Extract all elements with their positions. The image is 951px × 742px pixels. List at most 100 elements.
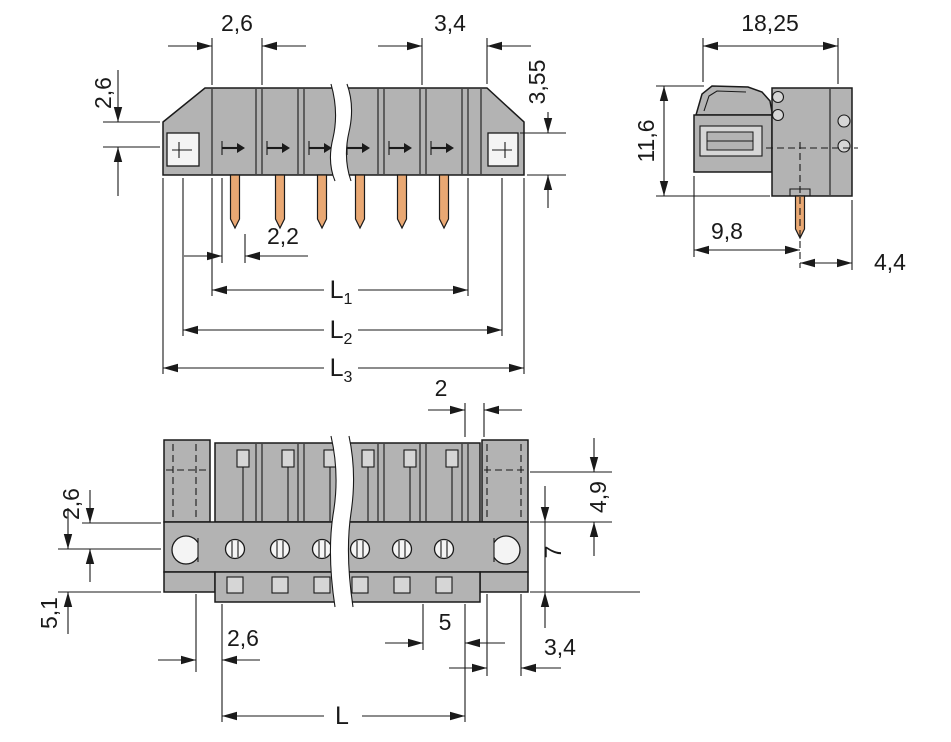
contact-opening <box>391 538 413 560</box>
right-flange <box>481 439 529 523</box>
dim-total-height-label: 11,6 <box>633 119 659 162</box>
dim-l1-sub: 1 <box>344 291 353 308</box>
dim-pin-from-front: 9,8 <box>693 176 800 257</box>
rear-circle <box>837 114 851 128</box>
rear-circle <box>837 139 851 153</box>
pin <box>396 174 408 230</box>
dim-height-right-label: 3,55 <box>524 60 550 105</box>
dim-bottom-left-label: 2,6 <box>227 625 259 651</box>
pin <box>794 195 806 240</box>
pin-pocket <box>435 576 453 594</box>
dim-l3-sub: 3 <box>344 369 353 386</box>
dim-l3: L3 <box>162 178 525 386</box>
dim-band-height: 7 <box>530 486 640 628</box>
dim-lower-left: 5,1 <box>36 508 161 634</box>
mounting-keyhole-left <box>171 534 218 566</box>
dim-l1-label: L1 <box>330 276 353 308</box>
break-gap <box>329 435 355 608</box>
contact-mark <box>388 141 412 155</box>
dim-pitch-top-label: 2,6 <box>221 10 253 36</box>
contact-mark <box>430 141 454 155</box>
pin-pocket <box>393 576 411 594</box>
dim-pin-from-rear: 4,4 <box>800 200 906 275</box>
right-end-lower-block <box>479 571 529 593</box>
dim-length: L <box>221 604 466 730</box>
contact-opening <box>224 538 246 560</box>
keying-slot <box>361 449 375 521</box>
pin-pockets <box>226 576 453 594</box>
dim-pin-from-rear-label: 4,4 <box>874 249 906 275</box>
dim-l1: L1 <box>211 178 469 308</box>
pin <box>274 174 286 230</box>
dim-length-label: L <box>335 702 349 730</box>
solder-pins <box>229 174 450 230</box>
dim-height-left-label: 2,6 <box>90 77 116 109</box>
dim-wall-gap: 2 <box>428 375 522 437</box>
dim-l1-main: L <box>330 276 344 304</box>
pin-pocket <box>226 576 244 594</box>
dim-upper-right-label: 4,9 <box>585 481 611 513</box>
rear-body-block <box>771 87 853 197</box>
dim-bottom-right: 3,4 <box>449 594 576 676</box>
pole-divider-lines <box>211 89 482 174</box>
pole-divider-lines <box>255 444 469 521</box>
dim-end-offset-top: 3,4 <box>378 10 531 85</box>
dim-total-width: 18,25 <box>702 10 839 84</box>
contact-opening <box>269 538 291 560</box>
dim-band-height-label: 7 <box>540 546 566 559</box>
dim-pin-offset-label: 2,2 <box>267 223 299 249</box>
break-gap <box>329 83 353 182</box>
dim-pole-pitch-label: 5 <box>439 609 452 635</box>
pin <box>438 174 450 230</box>
side-view: 2,6 3,4 2,6 3,55 2,2 L1 <box>90 10 566 386</box>
pin-pocket <box>351 576 369 594</box>
dim-total-height: 11,6 <box>633 85 770 197</box>
hinge-circle <box>771 90 785 104</box>
dim-upper-left: 2,6 <box>58 488 161 582</box>
dim-total-width-label: 18,25 <box>741 10 799 36</box>
right-keyhole <box>487 132 519 167</box>
dim-l2-main: L <box>330 316 344 344</box>
contact-opening <box>349 538 371 560</box>
contact-mark <box>221 141 245 155</box>
keying-slot <box>236 449 250 521</box>
left-flange <box>163 439 211 523</box>
contact-marks <box>221 141 454 155</box>
dim-pitch-top: 2,6 <box>168 10 306 85</box>
keying-slots <box>236 449 459 521</box>
keying-slot <box>445 449 459 521</box>
pin <box>354 174 366 230</box>
mounting-keyhole-right <box>474 534 521 566</box>
dim-bottom-left: 2,6 <box>158 594 260 672</box>
pin-pocket <box>271 576 289 594</box>
dim-l2-sub: 2 <box>344 331 353 348</box>
dim-wall-gap-label: 2 <box>435 375 448 401</box>
contact-openings <box>224 538 455 560</box>
contact-opening <box>433 538 455 560</box>
hinge-circle <box>771 108 785 122</box>
keying-slot <box>403 449 417 521</box>
dim-lower-left-label: 5,1 <box>36 597 62 629</box>
pin-pocket <box>313 576 331 594</box>
left-end-lower-block <box>163 571 216 593</box>
dim-l3-label: L3 <box>330 354 353 386</box>
contact-mark <box>308 141 332 155</box>
dim-l2: L2 <box>182 178 503 348</box>
dim-upper-left-label: 2,6 <box>58 488 84 520</box>
keying-slot <box>281 449 295 521</box>
contact-opening <box>311 538 333 560</box>
dim-height-left: 2,6 <box>90 70 160 196</box>
dim-pole-pitch: 5 <box>385 604 505 650</box>
end-view: 18,25 11,6 9,8 4,4 <box>633 10 906 275</box>
dim-height-right: 3,55 <box>520 60 566 208</box>
top-view: 2 2,6 5,1 4,9 7 2,6 <box>36 375 640 730</box>
dim-pin-offset: 2,2 <box>184 178 308 263</box>
left-keyhole <box>166 132 200 167</box>
dim-pin-from-front-label: 9,8 <box>711 218 743 244</box>
dim-l3-main: L <box>330 354 344 382</box>
contact-mark <box>266 141 290 155</box>
dim-upper-right: 4,9 <box>530 438 612 556</box>
pin <box>229 174 241 230</box>
